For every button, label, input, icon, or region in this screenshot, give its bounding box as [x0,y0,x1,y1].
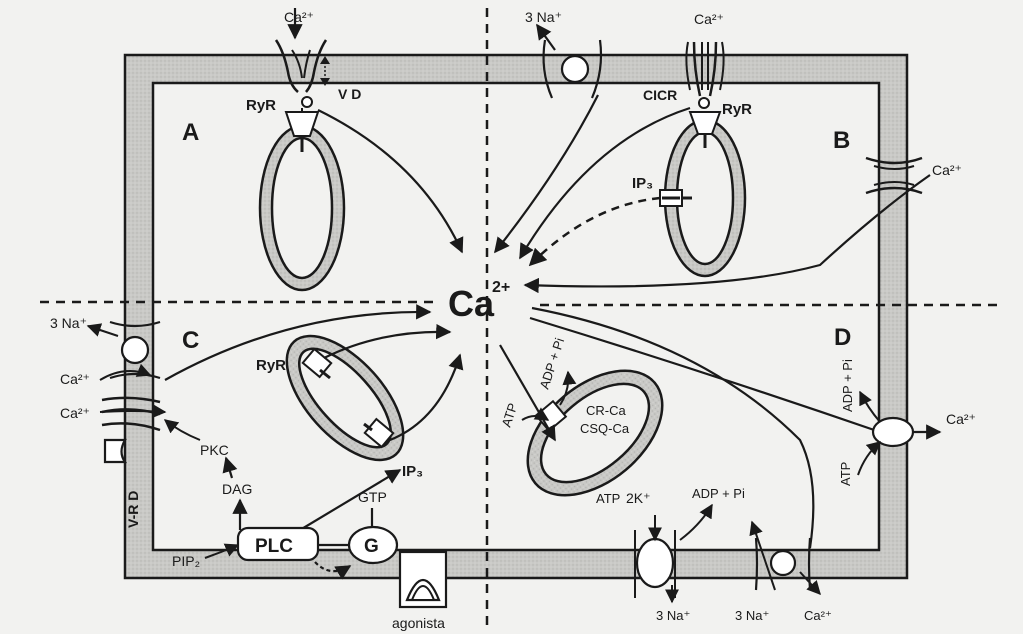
ip3-release-arrow-c [389,353,464,442]
cell-membrane [123,53,909,580]
adp-nak-arrow [679,503,713,541]
gtp-label: GTP [358,489,387,505]
ca-label-bottom: Ca²⁺ [804,608,832,623]
adp-pmca-arrow [859,390,881,423]
ip3-label-c: IP₃ [402,463,423,480]
agonist-receptor [398,550,448,609]
sr-vesicle-a [258,124,346,292]
ryr-release-arrow-c [323,323,452,359]
ca-label-b-right: Ca²⁺ [932,162,962,178]
ryr-channel-a [284,96,320,152]
cr-ca-label: CR-Ca [586,403,626,418]
vd-double-arrow [320,56,330,86]
ca-influx-arrow-b [523,174,931,294]
ca-arrow-c2 [99,404,167,419]
ca-efflux-exchanger-arrow [799,571,821,596]
pkc-feedback-arrow [163,419,201,441]
quadrant-label-c: C [182,327,199,354]
ncx-ca-arrow-b [494,94,599,254]
dag-label: DAG [222,481,252,497]
ca-label-pmca: Ca²⁺ [946,411,976,427]
plc-to-ip3-arrow [299,469,402,531]
quadrant-label-a: A [182,119,199,146]
ncx-line-d [531,306,815,549]
na-efflux-arrow-b [536,23,556,51]
pmca-line-d [529,316,881,434]
voltage-channel-a [274,39,328,93]
na3-label-bottom1: 3 Na⁺ [656,608,690,623]
atp-nak-label: ATP [596,491,620,506]
adp-pi-pmca-label: ADP + Pi [840,359,855,412]
plc-label: PLC [255,536,293,557]
vrd-label: V-R D [125,491,141,528]
na3-label-c: 3 Na⁺ [50,315,87,331]
center-ca-label: Ca [448,283,495,324]
ryr-channel-c [301,347,333,380]
atp-pmca-label: ATP [838,462,853,486]
na-influx-exchanger-arrow [749,520,776,591]
na-arrow-c [86,323,119,337]
calcium-channel-b-top [685,41,725,97]
ryr-label-c: RyR [256,357,286,374]
na-exchanger-c [109,320,161,380]
atp-sr-arrow [521,407,550,421]
center-ca-charge: 2+ [492,279,510,296]
g-to-agonist-link [314,561,352,580]
g-protein [347,525,399,565]
ca-release-arrow-a [317,109,464,254]
pip2-label: PIP₂ [172,553,200,569]
cicr-label: CICR [643,87,677,103]
agonista-label: agonista [392,615,445,631]
dag-to-pkc-arrow [222,456,238,479]
cicr-arrow-b [519,106,691,260]
adp-sr-arrow [559,370,577,406]
na3-label-bottom2: 3 Na⁺ [735,608,769,623]
na-k-pump [634,530,676,598]
ryr-label-b: RyR [722,101,752,118]
ryr-channel-b [688,97,722,148]
ryr-label-a: RyR [246,97,276,114]
k2-label: 2K⁺ [626,490,651,506]
ip3-release-arrow-b [528,196,661,267]
ncx-to-ca-arrow-c [164,304,432,381]
csq-ca-label: CSQ-Ca [580,421,630,436]
na-exchanger-b [542,39,603,99]
quadrant-label-d: D [834,324,851,351]
ip3-receptor-c [363,417,395,449]
pkc-label: PKC [200,442,229,458]
ca-uptake-arrow-d [499,344,556,442]
ca-label-top: Ca²⁺ [284,9,314,25]
ca-arrow-c1 [99,363,152,381]
ca-label-c1: Ca²⁺ [60,371,90,387]
adp-pi-sr-label: ADP + Pi [537,336,568,391]
ca-label-b-top: Ca²⁺ [694,11,724,27]
plc-box [236,526,320,562]
na3-label-top: 3 Na⁺ [525,9,562,25]
g-protein-label: G [364,536,379,557]
atp-sr-label: ATP [499,401,521,429]
vd-label: V D [338,86,361,102]
atp-pmca-arrow [857,441,882,476]
ip3-label-b: IP₃ [632,175,653,192]
quadrant-label-b: B [833,127,850,154]
ca-label-c2: Ca²⁺ [60,405,90,421]
pip2-to-plc-arrow [204,543,240,559]
sr-vesicle-c [285,334,405,462]
calcium-channel-b-right [865,156,923,195]
adp-pi-nak-label: ADP + Pi [692,486,745,501]
